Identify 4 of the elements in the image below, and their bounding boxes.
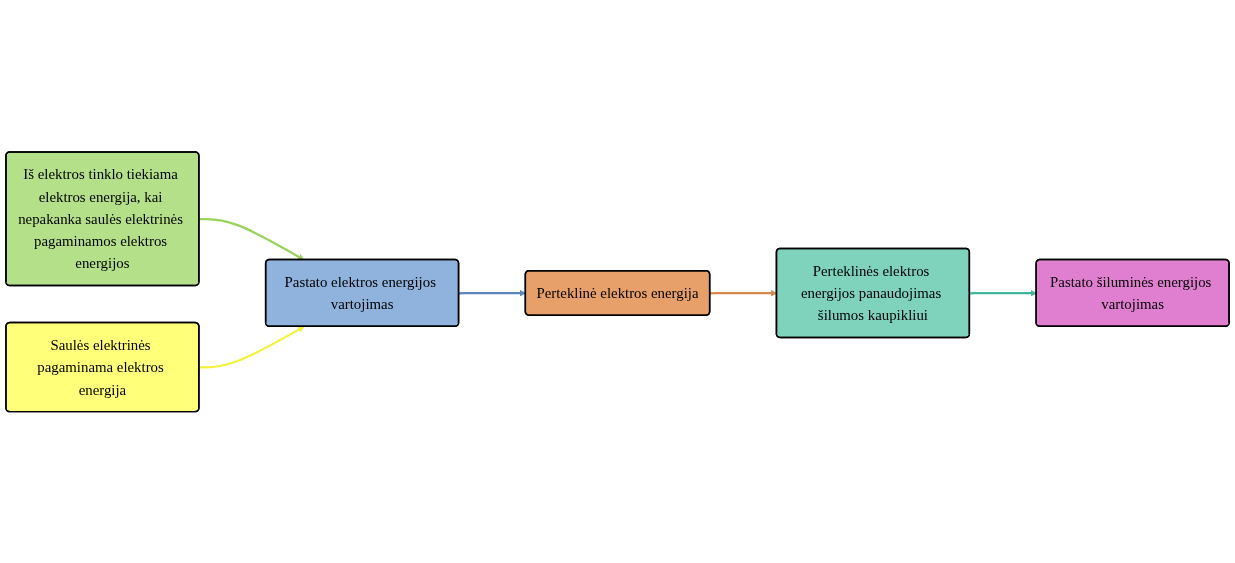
arrow <box>199 326 305 369</box>
arrow <box>199 217 305 260</box>
arrow <box>458 289 526 297</box>
arrow <box>969 289 1037 297</box>
